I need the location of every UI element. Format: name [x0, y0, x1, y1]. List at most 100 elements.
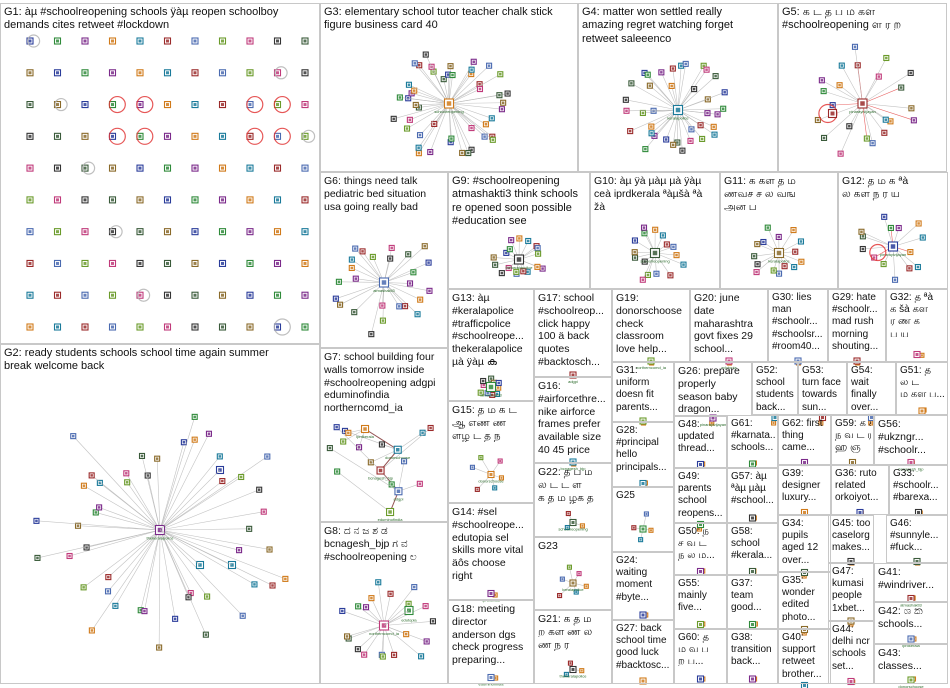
group-label: G33:#schoolr...#barexa... [893, 468, 945, 505]
graph-node-fill [221, 103, 224, 107]
graph-node-fill [303, 39, 307, 43]
group-label-line: #fuck... [890, 542, 923, 554]
graph-node-fill [408, 282, 412, 285]
node-label: pinarayivijayan [880, 252, 906, 257]
graph-node-fill [97, 506, 101, 509]
graph-edge [414, 90, 450, 104]
graph-node-fill [882, 262, 885, 266]
graph-node-fill [146, 474, 149, 477]
graph-node-fill [247, 527, 251, 531]
group-label-line: came... [782, 442, 815, 454]
graph-node-fill [766, 226, 770, 229]
group-label-line: classes... [878, 659, 922, 672]
graph-node-fill [893, 278, 897, 282]
graph-node-fill [706, 111, 709, 115]
graph-edge [83, 485, 161, 531]
graph-node-fill [111, 103, 114, 107]
graph-node-fill [412, 271, 415, 274]
self-loop-edge [302, 129, 316, 143]
graph-node-fill [276, 230, 279, 234]
group-label-line: #windriver... [878, 578, 935, 591]
graph-node-fill [641, 482, 645, 485]
graph-node-fill [633, 256, 637, 259]
group-label-line: edutopia sel [452, 531, 509, 544]
group-label: G61:#karnata...schools... [731, 418, 775, 455]
graph-edge [821, 80, 863, 104]
self-loop-edge [136, 95, 154, 114]
group-label-line: atmashakti3 think schools [452, 188, 578, 201]
graph-node-fill [343, 429, 347, 433]
graph-node-fill [885, 56, 888, 60]
graph-node-fill [268, 548, 271, 551]
group-label-line: G37: [731, 578, 753, 589]
graph-node-fill [193, 230, 197, 234]
group-label-line: G3: elementary school tutor teacher chal… [324, 6, 553, 18]
graph-node-fill [541, 267, 544, 270]
graph-node-fill [655, 272, 658, 276]
graph-node-fill [421, 431, 424, 434]
graph-edge [398, 461, 405, 492]
graph-node-fill [865, 137, 869, 140]
graph-node-fill [889, 226, 893, 230]
graph-node-fill [193, 39, 197, 43]
graph-node-fill [56, 166, 59, 170]
node-label: keralapolice [667, 116, 689, 121]
node-label: adgpi [568, 379, 578, 384]
graph-node-fill [899, 86, 903, 89]
graph-edge [141, 455, 161, 531]
graph-edge [338, 281, 385, 283]
graph-node-fill [335, 425, 338, 429]
graph-edge [677, 75, 716, 111]
graph-node-fill [699, 677, 702, 681]
graph-node-fill [499, 460, 502, 463]
graph-edge [159, 528, 250, 531]
group-label-line: classroom [616, 330, 664, 343]
graph-edge [419, 103, 450, 136]
graph-node-fill [303, 230, 307, 234]
graph-edge [661, 72, 679, 111]
graph-node-fill [335, 470, 339, 473]
group-label-line: G17: school [538, 292, 595, 304]
graph-node-fill [643, 232, 646, 235]
graph-node-fill [633, 239, 637, 242]
group-label-line: brother... [782, 668, 822, 680]
graph-node-fill [111, 71, 114, 75]
group-label-line: G43: [878, 647, 901, 659]
graph-node-fill [138, 325, 142, 329]
graph-edge [397, 432, 423, 450]
self-loop-edge [274, 66, 288, 80]
group-label-line: G38: [731, 632, 753, 643]
graph-edge [677, 109, 714, 128]
group-label-line: ந ல ம... [678, 550, 715, 562]
graph-node-fill [499, 72, 502, 76]
graph-edge [448, 103, 487, 125]
group-label-line: orkoiyot... [835, 492, 879, 504]
graph-edge [346, 625, 385, 637]
node-label: northerncomd_ia [369, 631, 400, 636]
graph-node-fill [187, 596, 190, 599]
graph-node-fill [71, 434, 75, 438]
graph-node-fill [446, 73, 450, 76]
graph-node-fill [205, 595, 209, 598]
group-label-line: G36: ruto [835, 468, 877, 479]
graph-node-fill [755, 270, 758, 274]
graph-node-fill [354, 277, 358, 280]
graph-node-fill [388, 510, 392, 514]
graph-edge [351, 267, 385, 283]
graph-edge [69, 529, 161, 557]
graph-node-fill [494, 677, 497, 680]
group-label-line: G59: க ச [835, 418, 871, 429]
graph-node-fill [449, 140, 452, 144]
graph-node-fill [860, 101, 865, 106]
group-label-line: G10: àµ ÿà µàµ µà ÿàµ [594, 175, 702, 187]
